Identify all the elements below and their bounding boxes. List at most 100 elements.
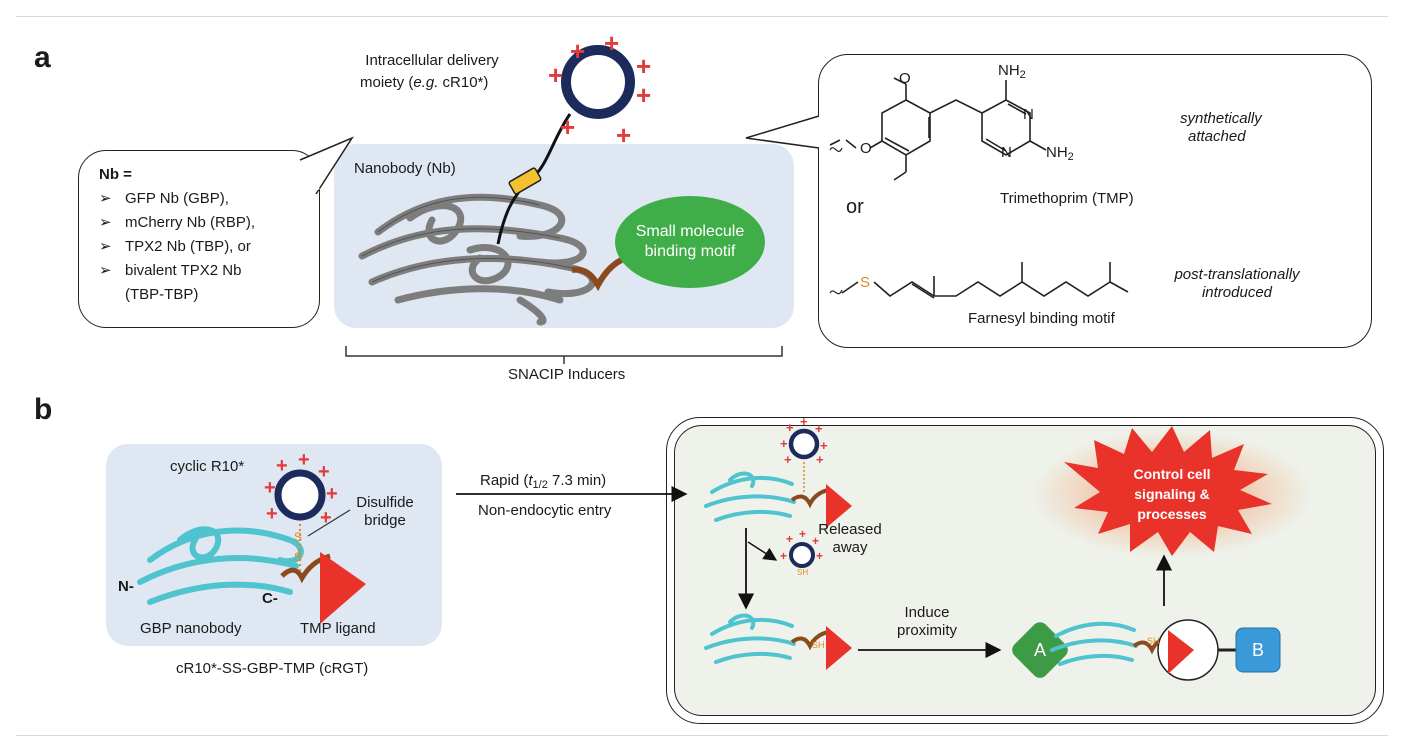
svg-text:+: + (786, 420, 794, 435)
figure-frame (16, 16, 1388, 736)
bullet-arrow-icon: ➢ (99, 238, 112, 255)
panel-b-letter: b (34, 393, 53, 426)
nanobody-label: Nanobody (Nb) (354, 160, 456, 177)
bullet-arrow-icon: ➢ (99, 214, 112, 231)
list-item: ➢ GFP Nb (GBP), (99, 187, 255, 211)
left-bubble-tail (299, 136, 354, 195)
svg-text:+: + (326, 483, 338, 505)
list-item: ➢ bivalent TPX2 Nb (99, 259, 255, 283)
nb-option-gbp: GFP Nb (GBP), (125, 190, 229, 207)
bullet-arrow-icon: ➢ (99, 190, 112, 207)
plus-icon: + (548, 60, 563, 90)
tmp-ligand-label: TMP ligand (300, 620, 376, 637)
nb-options-bubble: Nb = ➢ GFP Nb (GBP), ➢ mCherry Nb (RBP), ➢… (78, 150, 320, 328)
svg-text:+: + (266, 503, 278, 525)
disulfide-pointer (307, 509, 351, 537)
sh-label: SH (812, 640, 825, 650)
o-middle-atom: O (860, 140, 872, 157)
complex-sh-label: SH (1147, 636, 1160, 646)
nh2-right-atom: NH2 (1046, 144, 1074, 163)
cyclic-r10-label: cyclic R10* (170, 458, 245, 475)
plus-icon: + (570, 36, 585, 66)
svg-text:+: + (786, 532, 793, 546)
rapid-entry-label: Rapid (t1/2 7.3 min) (480, 472, 607, 491)
nb-header: Nb = (99, 166, 132, 183)
sulfur-atom-lower: S (294, 550, 303, 564)
c-terminus-label: C- (262, 590, 278, 607)
nb-option-tbp: TPX2 Nb (TBP), or (125, 238, 251, 255)
list-item: ➢ mCherry Nb (RBP), (99, 211, 255, 235)
tmp-structure (829, 77, 1047, 181)
non-endocytic-entry-label: Non-endocytic entry (478, 502, 612, 519)
positive-charge-icons: + + + + + + + (548, 28, 651, 150)
nb-option-bivalent-cont: (TBP-TBP) (125, 286, 199, 303)
nh2-top-atom: NH2 (998, 62, 1026, 81)
nanobody-structure-cyan (704, 613, 796, 664)
or-label: or (846, 196, 864, 218)
svg-text:+: + (800, 414, 808, 429)
list-item: ➢ TPX2 Nb (TBP), or (99, 235, 255, 259)
nb-options-list: Nb = ➢ GFP Nb (GBP), ➢ mCherry Nb (RBP), ➢… (99, 163, 255, 307)
released-sh-label: SH (797, 568, 809, 577)
snacip-bracket (345, 346, 783, 364)
svg-text:+: + (784, 452, 792, 467)
nanobody-structure-cyan (137, 526, 304, 605)
tmp-triangle-icon (1168, 630, 1194, 674)
nanobody-structure-cyan (704, 471, 796, 522)
plus-icon: + (636, 80, 651, 110)
o-upper-atom: O (899, 70, 911, 87)
list-item: (TBP-TBP) (99, 283, 255, 307)
gbp-nanobody-label: GBP nanobody (140, 620, 242, 637)
tmp-triangle-icon (826, 626, 852, 670)
protein-a-box (1012, 622, 1068, 678)
nb-option-rbp: mCherry Nb (RBP), (125, 214, 256, 231)
protein-a-label: A (1033, 640, 1046, 660)
cr10-ring-icon (561, 45, 635, 119)
svg-text:+: + (276, 455, 288, 477)
sulfur-atom-upper: S (294, 530, 303, 544)
n-upper-atom: N (1023, 106, 1034, 123)
delivery-moiety-label-line2: moiety (e.g. cR10*) (360, 74, 489, 91)
panel-a-letter: a (34, 41, 51, 74)
tmp-triangle-icon (826, 484, 852, 528)
svg-text:+: + (820, 438, 828, 453)
svg-text:+: + (298, 449, 310, 471)
svg-text:+: + (780, 436, 788, 451)
nanobody-structure-cyan (1050, 621, 1138, 666)
protein-b-label: B (1251, 640, 1264, 660)
n-terminus-label: N- (118, 578, 134, 595)
svg-text:+: + (780, 549, 787, 563)
bullet-arrow-icon: ➢ (99, 262, 112, 279)
nanobody-structure-gray (358, 193, 597, 326)
delivery-moiety-label-line1: Intracellular delivery (365, 52, 499, 69)
svg-text:+: + (815, 421, 823, 436)
svg-text:+: + (816, 452, 824, 467)
crgt-background (106, 444, 442, 646)
tmp-label: Trimethoprim (TMP) (1000, 190, 1134, 207)
motif-linker (571, 255, 628, 292)
plus-icon: + (560, 112, 575, 142)
plus-icon: + (604, 28, 619, 58)
tmp-triangle-icon (320, 552, 366, 624)
nb-option-bivalent: bivalent TPX2 Nb (125, 262, 242, 279)
positive-charge-icons: + + + + + + + (264, 449, 338, 529)
svg-text:+: + (320, 507, 332, 529)
released-cr10-ring-icon (789, 542, 815, 568)
farnesyl-label: Farnesyl binding motif (968, 310, 1115, 327)
svg-text:+: + (318, 461, 330, 483)
svg-text:+: + (799, 527, 806, 541)
cell-outer-membrane (666, 417, 1384, 724)
control-signaling-starburst (1064, 426, 1272, 556)
s-atom: S (860, 274, 871, 291)
release-arrow (747, 541, 778, 561)
plus-icon: + (616, 120, 631, 150)
small-molecule-motif-oval (615, 196, 765, 288)
